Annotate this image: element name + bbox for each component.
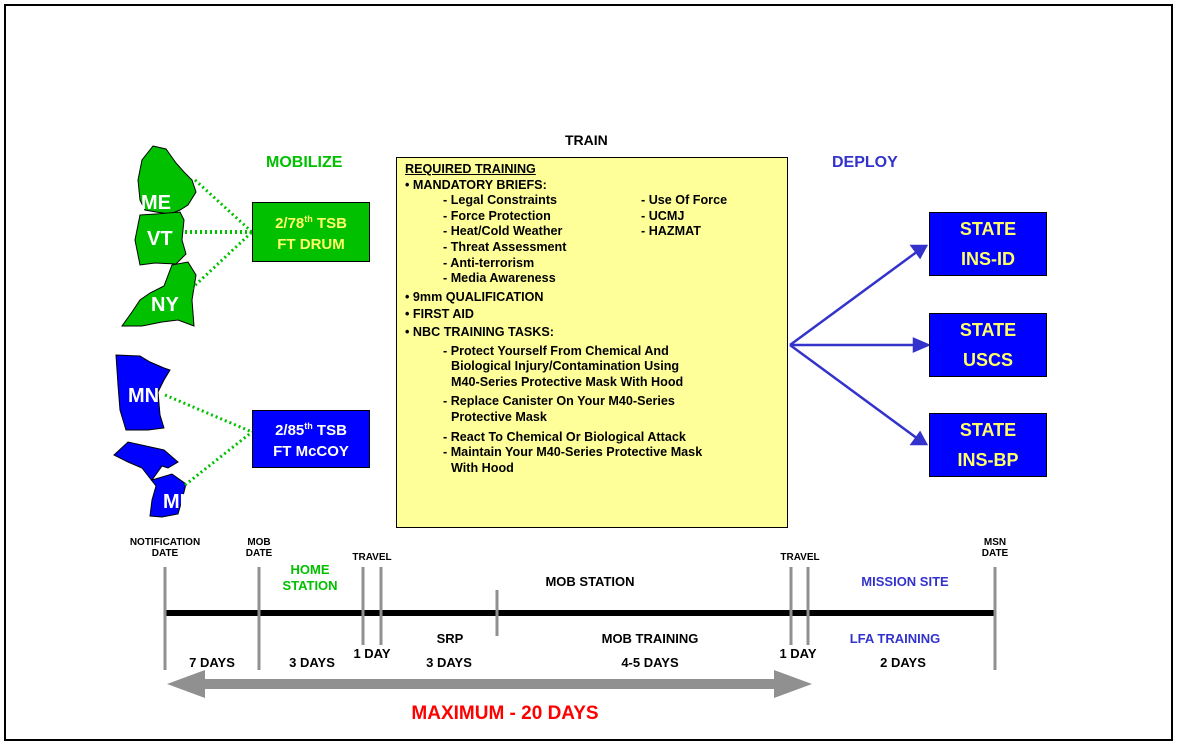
duration-7-days: 7 DAYS bbox=[189, 655, 235, 670]
briefs-block: - Legal Constraints - Force Protection -… bbox=[405, 193, 787, 287]
travel-label-1: TRAVEL bbox=[352, 552, 392, 563]
nbc-task: With Hood bbox=[451, 460, 514, 475]
newyork-shape bbox=[121, 261, 197, 327]
mob-training-label: MOB TRAINING bbox=[601, 631, 699, 646]
maine-shape bbox=[137, 145, 197, 215]
mission-site-label: MISSION SITE bbox=[861, 574, 949, 589]
duration-2-days: 2 DAYS bbox=[880, 655, 926, 670]
travel-label-2: TRAVEL bbox=[780, 552, 820, 563]
nbc-task: Protective Mask bbox=[451, 409, 547, 424]
brief-item: - Media Awareness bbox=[443, 271, 556, 286]
briefs-right-col: - Use Of Force - UCMJ - HAZMAT bbox=[641, 193, 727, 240]
mandatory-briefs: • MANDATORY BRIEFS: bbox=[405, 177, 547, 192]
nbc-task: - React To Chemical Or Biological Attack bbox=[443, 429, 686, 444]
brief-item: - Heat/Cold Weather bbox=[443, 224, 563, 239]
brief-item: - Anti-terrorism bbox=[443, 255, 535, 270]
nbc-task: - Replace Canister On Your M40-Series bbox=[443, 394, 675, 409]
state-label-mn: MN bbox=[128, 385, 160, 407]
vermont-shape bbox=[134, 211, 187, 266]
tsb-box-ft-mccoy: 2/85th TSB FT McCOY bbox=[252, 410, 370, 468]
nbc-task: Biological Injury/Contamination Using bbox=[451, 359, 680, 374]
qualification-item: • 9mm QUALIFICATION bbox=[405, 289, 544, 304]
duration-1-day-b: 1 DAY bbox=[779, 646, 817, 661]
nbc-heading: • NBC TRAINING TASKS: bbox=[405, 324, 554, 339]
minnesota-shape bbox=[115, 354, 171, 431]
state-label-ny: NY bbox=[151, 294, 179, 316]
training-heading: REQUIRED TRAINING bbox=[405, 162, 536, 176]
first-aid-item: • FIRST AID bbox=[405, 307, 475, 322]
train-heading: TRAIN bbox=[565, 132, 608, 148]
required-training-box: REQUIRED TRAINING • MANDATORY BRIEFS: - … bbox=[396, 157, 788, 528]
brief-item: - HAZMAT bbox=[641, 224, 701, 239]
duration-3-days-b: 3 DAYS bbox=[426, 655, 472, 670]
srp-label: SRP bbox=[436, 631, 464, 646]
timeline-bar bbox=[165, 610, 995, 616]
lfa-training-label: LFA TRAINING bbox=[849, 631, 941, 646]
duration-4-5-days: 4-5 DAYS bbox=[621, 655, 679, 670]
maximum-days-label: MAXIMUM - 20 DAYS bbox=[411, 703, 599, 724]
mob-station-label: MOB STATION bbox=[545, 574, 635, 589]
mobilize-heading: MOBILIZE bbox=[266, 154, 343, 171]
maximum-arrow bbox=[167, 670, 812, 698]
brief-item: - Use Of Force bbox=[641, 193, 728, 208]
brief-item: - Threat Assessment bbox=[443, 239, 567, 254]
nbc-task: - Protect Yourself From Chemical And bbox=[443, 343, 669, 358]
state-label-me: ME bbox=[141, 192, 171, 214]
state-label-mi: MI bbox=[163, 491, 186, 513]
brief-item: - Legal Constraints bbox=[443, 193, 558, 208]
duration-3-days-a: 3 DAYS bbox=[289, 655, 335, 670]
brief-item: - UCMJ bbox=[641, 208, 685, 223]
tsb-box-ft-drum: 2/78th TSB FT DRUM bbox=[252, 202, 370, 262]
state-label-vt: VT bbox=[147, 228, 173, 250]
nbc-task: M40-Series Protective Mask With Hood bbox=[451, 374, 684, 389]
duration-1-day-a: 1 DAY bbox=[353, 646, 391, 661]
brief-item: - Force Protection bbox=[443, 208, 551, 223]
deploy-heading: DEPLOY bbox=[832, 154, 898, 171]
nbc-task: - Maintain Your M40-Series Protective Ma… bbox=[443, 445, 703, 460]
